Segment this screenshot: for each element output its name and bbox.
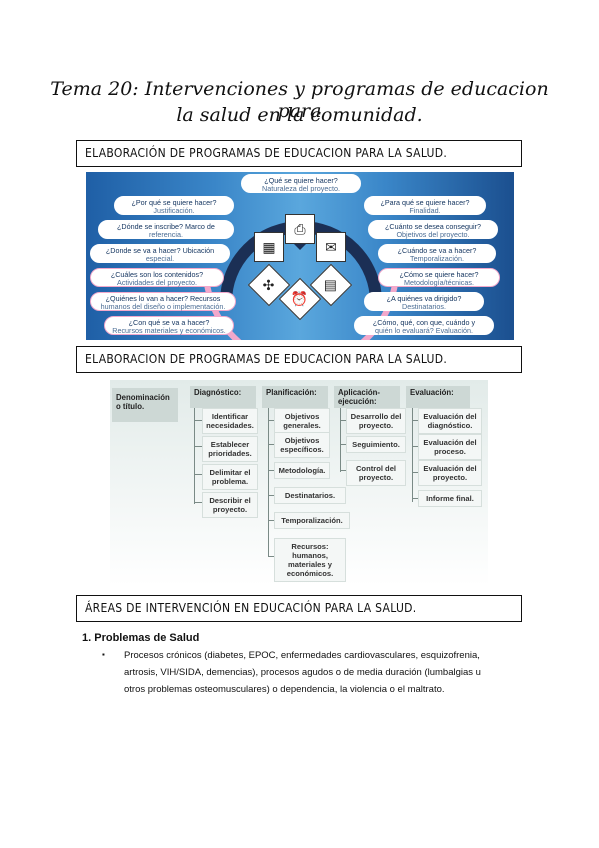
planificacion-item-2: Objetivos específicos. (274, 432, 330, 458)
chat-icon: ✉ (316, 232, 346, 262)
program-structure-diagram: Denominación o título. Diagnóstico: Plan… (110, 380, 488, 586)
column-head-evaluacion: Evaluación: (406, 386, 470, 408)
question-pill-left-4: ¿Cuáles son los contenidos?Actividades d… (90, 268, 224, 287)
question-pill-right-4: ¿Cómo se quiere hacer?Metodología/técnic… (378, 268, 500, 287)
diagnostico-item-3: Delimitar el problema. (202, 464, 258, 490)
question-pill-top: ¿Qué se quiere hacer?Naturaleza del proy… (241, 174, 361, 193)
page-title-line-2: la salud en la comunidad. (176, 104, 423, 126)
question-pill-left-6: ¿Con qué se va a hacer?Recursos material… (104, 316, 234, 335)
aplicacion-item-3: Control del proyecto. (346, 460, 406, 486)
page-title-line-1: Tema 20: Intervenciones y programas de e… (50, 78, 549, 122)
planificacion-item-5: Temporalización. (274, 512, 350, 529)
evaluacion-item-1: Evaluación del diagnóstico. (418, 408, 482, 434)
program-questions-infographic: ¿Qué se quiere hacer?Naturaleza del proy… (86, 172, 514, 340)
section-heading-3: ÁREAS DE INTERVENCIÓN EN EDUCACIÓN PARA … (76, 595, 522, 622)
planificacion-item-4: Destinatarios. (274, 487, 346, 504)
column-head-diagnostico: Diagnóstico: (190, 386, 256, 408)
printer-icon: ⎙ (285, 214, 315, 244)
column-head-aplicacion: Aplicación-ejecución: (334, 386, 400, 408)
section-heading-1: ELABORACIÓN DE PROGRAMAS DE EDUCACION PA… (76, 140, 522, 167)
section-heading-2: ELABORACION DE PROGRAMAS DE EDUCACION PA… (76, 346, 522, 373)
column-head-planificacion: Planificación: (262, 386, 328, 408)
diagnostico-item-1: Identificar necesidades. (202, 408, 258, 434)
aplicacion-item-1: Desarrollo del proyecto. (346, 408, 406, 434)
question-pill-left-1: ¿Por qué se quiere hacer?Justificación. (114, 196, 234, 215)
evaluacion-item-2: Evaluación del proceso. (418, 434, 482, 460)
aplicacion-item-2: Seguimiento. (346, 436, 406, 453)
bullet-marker: ▪ (102, 650, 105, 659)
subheading-problemas-de-salud: 1. Problemas de Salud (82, 632, 200, 644)
diagnostico-item-2: Establecer prioridades. (202, 436, 258, 462)
planificacion-item-1: Objetivos generales. (274, 408, 330, 434)
planificacion-item-3: Metodología. (274, 462, 330, 479)
evaluacion-item-4: Informe final. (418, 490, 482, 507)
question-pill-right-3: ¿Cuándo se va a hacer?Temporalización. (378, 244, 496, 263)
diagnostico-item-4: Describir el proyecto. (202, 492, 258, 518)
diagram-root-title: Denominación o título. (112, 388, 178, 422)
evaluacion-item-3: Evaluación del proyecto. (418, 460, 482, 486)
body-paragraph: Procesos crónicos (diabetes, EPOC, enfer… (124, 650, 481, 695)
question-pill-right-2: ¿Cuánto se desea conseguir?Objetivos del… (368, 220, 498, 239)
planificacion-item-6: Recursos: humanos, materiales y económic… (274, 538, 346, 582)
question-pill-right-1: ¿Para qué se quiere hacer?Finalidad. (364, 196, 486, 215)
calculator-icon: ▦ (254, 232, 284, 262)
question-pill-right-5: ¿A quiénes va dirigido?Destinatarios. (364, 292, 484, 311)
